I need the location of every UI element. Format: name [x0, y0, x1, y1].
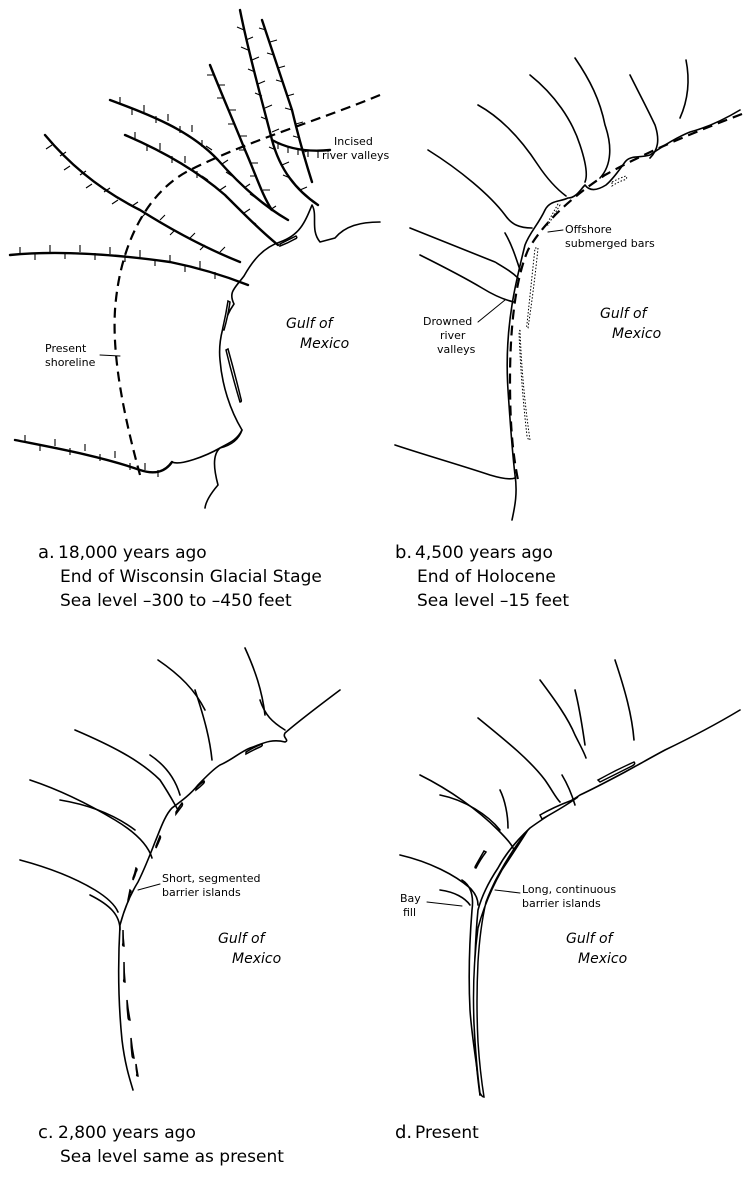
panel-b-caption-letter: b. — [395, 542, 412, 563]
panel-a-caption-line1: 18,000 years ago — [58, 543, 207, 563]
panel-a-caption-line2: End of Wisconsin Glacial Stage — [60, 567, 322, 587]
panel-d-caption-line1: Present — [415, 1123, 479, 1143]
panel-a: Incised river valleys Present shoreline … — [8, 8, 390, 611]
label-offshore-2: submerged bars — [565, 237, 655, 250]
panel-c-gulf-1: Gulf of — [218, 931, 267, 947]
label-drowned-1: Drowned — [423, 315, 472, 328]
label-short-1: Short, segmented — [162, 872, 261, 885]
label-incised-1: Incised — [334, 135, 373, 148]
panel-a-rivers — [8, 8, 332, 477]
panel-a-caption-letter: a. — [38, 542, 55, 563]
panel-b-rivers — [394, 57, 689, 480]
panel-d-gulf-2: Mexico — [578, 951, 627, 967]
label-present-2: shoreline — [45, 356, 96, 369]
panel-b: Offshore submerged bars Drowned river va… — [394, 57, 743, 611]
panel-c-caption-line1: 2,800 years ago — [58, 1123, 196, 1143]
panel-c-rivers — [19, 647, 286, 931]
panel-a-gulf-2: Mexico — [300, 336, 349, 352]
panel-c-islands — [121, 743, 263, 1077]
label-long-1: Long, continuous — [522, 883, 616, 896]
panel-b-offshore-bars — [518, 175, 628, 441]
panel-b-caption-line1: 4,500 years ago — [415, 543, 553, 563]
label-bay-2: fill — [403, 906, 416, 919]
panel-b-gulf-1: Gulf of — [600, 306, 649, 322]
panel-b-shoreline — [506, 109, 741, 521]
panel-b-caption-line2: End of Holocene — [417, 567, 556, 587]
panel-c-caption-letter: c. — [38, 1122, 54, 1143]
panel-d-islands — [472, 761, 636, 1098]
panel-a-caption-line3: Sea level –300 to –450 feet — [60, 591, 292, 611]
label-bay-1: Bay — [400, 892, 421, 905]
label-short-2: barrier islands — [162, 886, 241, 899]
label-drowned-3: valleys — [437, 343, 476, 356]
panel-b-caption-line3: Sea level –15 feet — [417, 591, 569, 611]
panel-c-shoreline — [117, 689, 341, 1091]
panel-a-shoreline — [204, 204, 381, 509]
panel-b-gulf-2: Mexico — [612, 326, 661, 342]
label-present-1: Present — [45, 342, 87, 355]
panel-a-gulf-1: Gulf of — [286, 316, 335, 332]
panel-d-shoreline — [473, 709, 741, 1096]
panel-d-gulf-1: Gulf of — [566, 931, 615, 947]
label-drowned-2: river — [440, 329, 466, 342]
panel-c-caption-line2: Sea level same as present — [60, 1147, 284, 1167]
panel-d-rivers — [399, 659, 635, 906]
label-offshore-1: Offshore — [565, 223, 612, 236]
panel-a-islands — [221, 235, 298, 403]
panel-d-caption-letter: d. — [395, 1122, 412, 1143]
panel-c-gulf-2: Mexico — [232, 951, 281, 967]
label-incised-2: river valleys — [322, 149, 390, 162]
label-long-2: barrier islands — [522, 897, 601, 910]
panel-b-present-shoreline — [508, 112, 743, 481]
panel-d: Bay fill Long, continuous barrier island… — [395, 659, 741, 1143]
panel-c: Short, segmented barrier islands Gulf of… — [19, 647, 341, 1167]
